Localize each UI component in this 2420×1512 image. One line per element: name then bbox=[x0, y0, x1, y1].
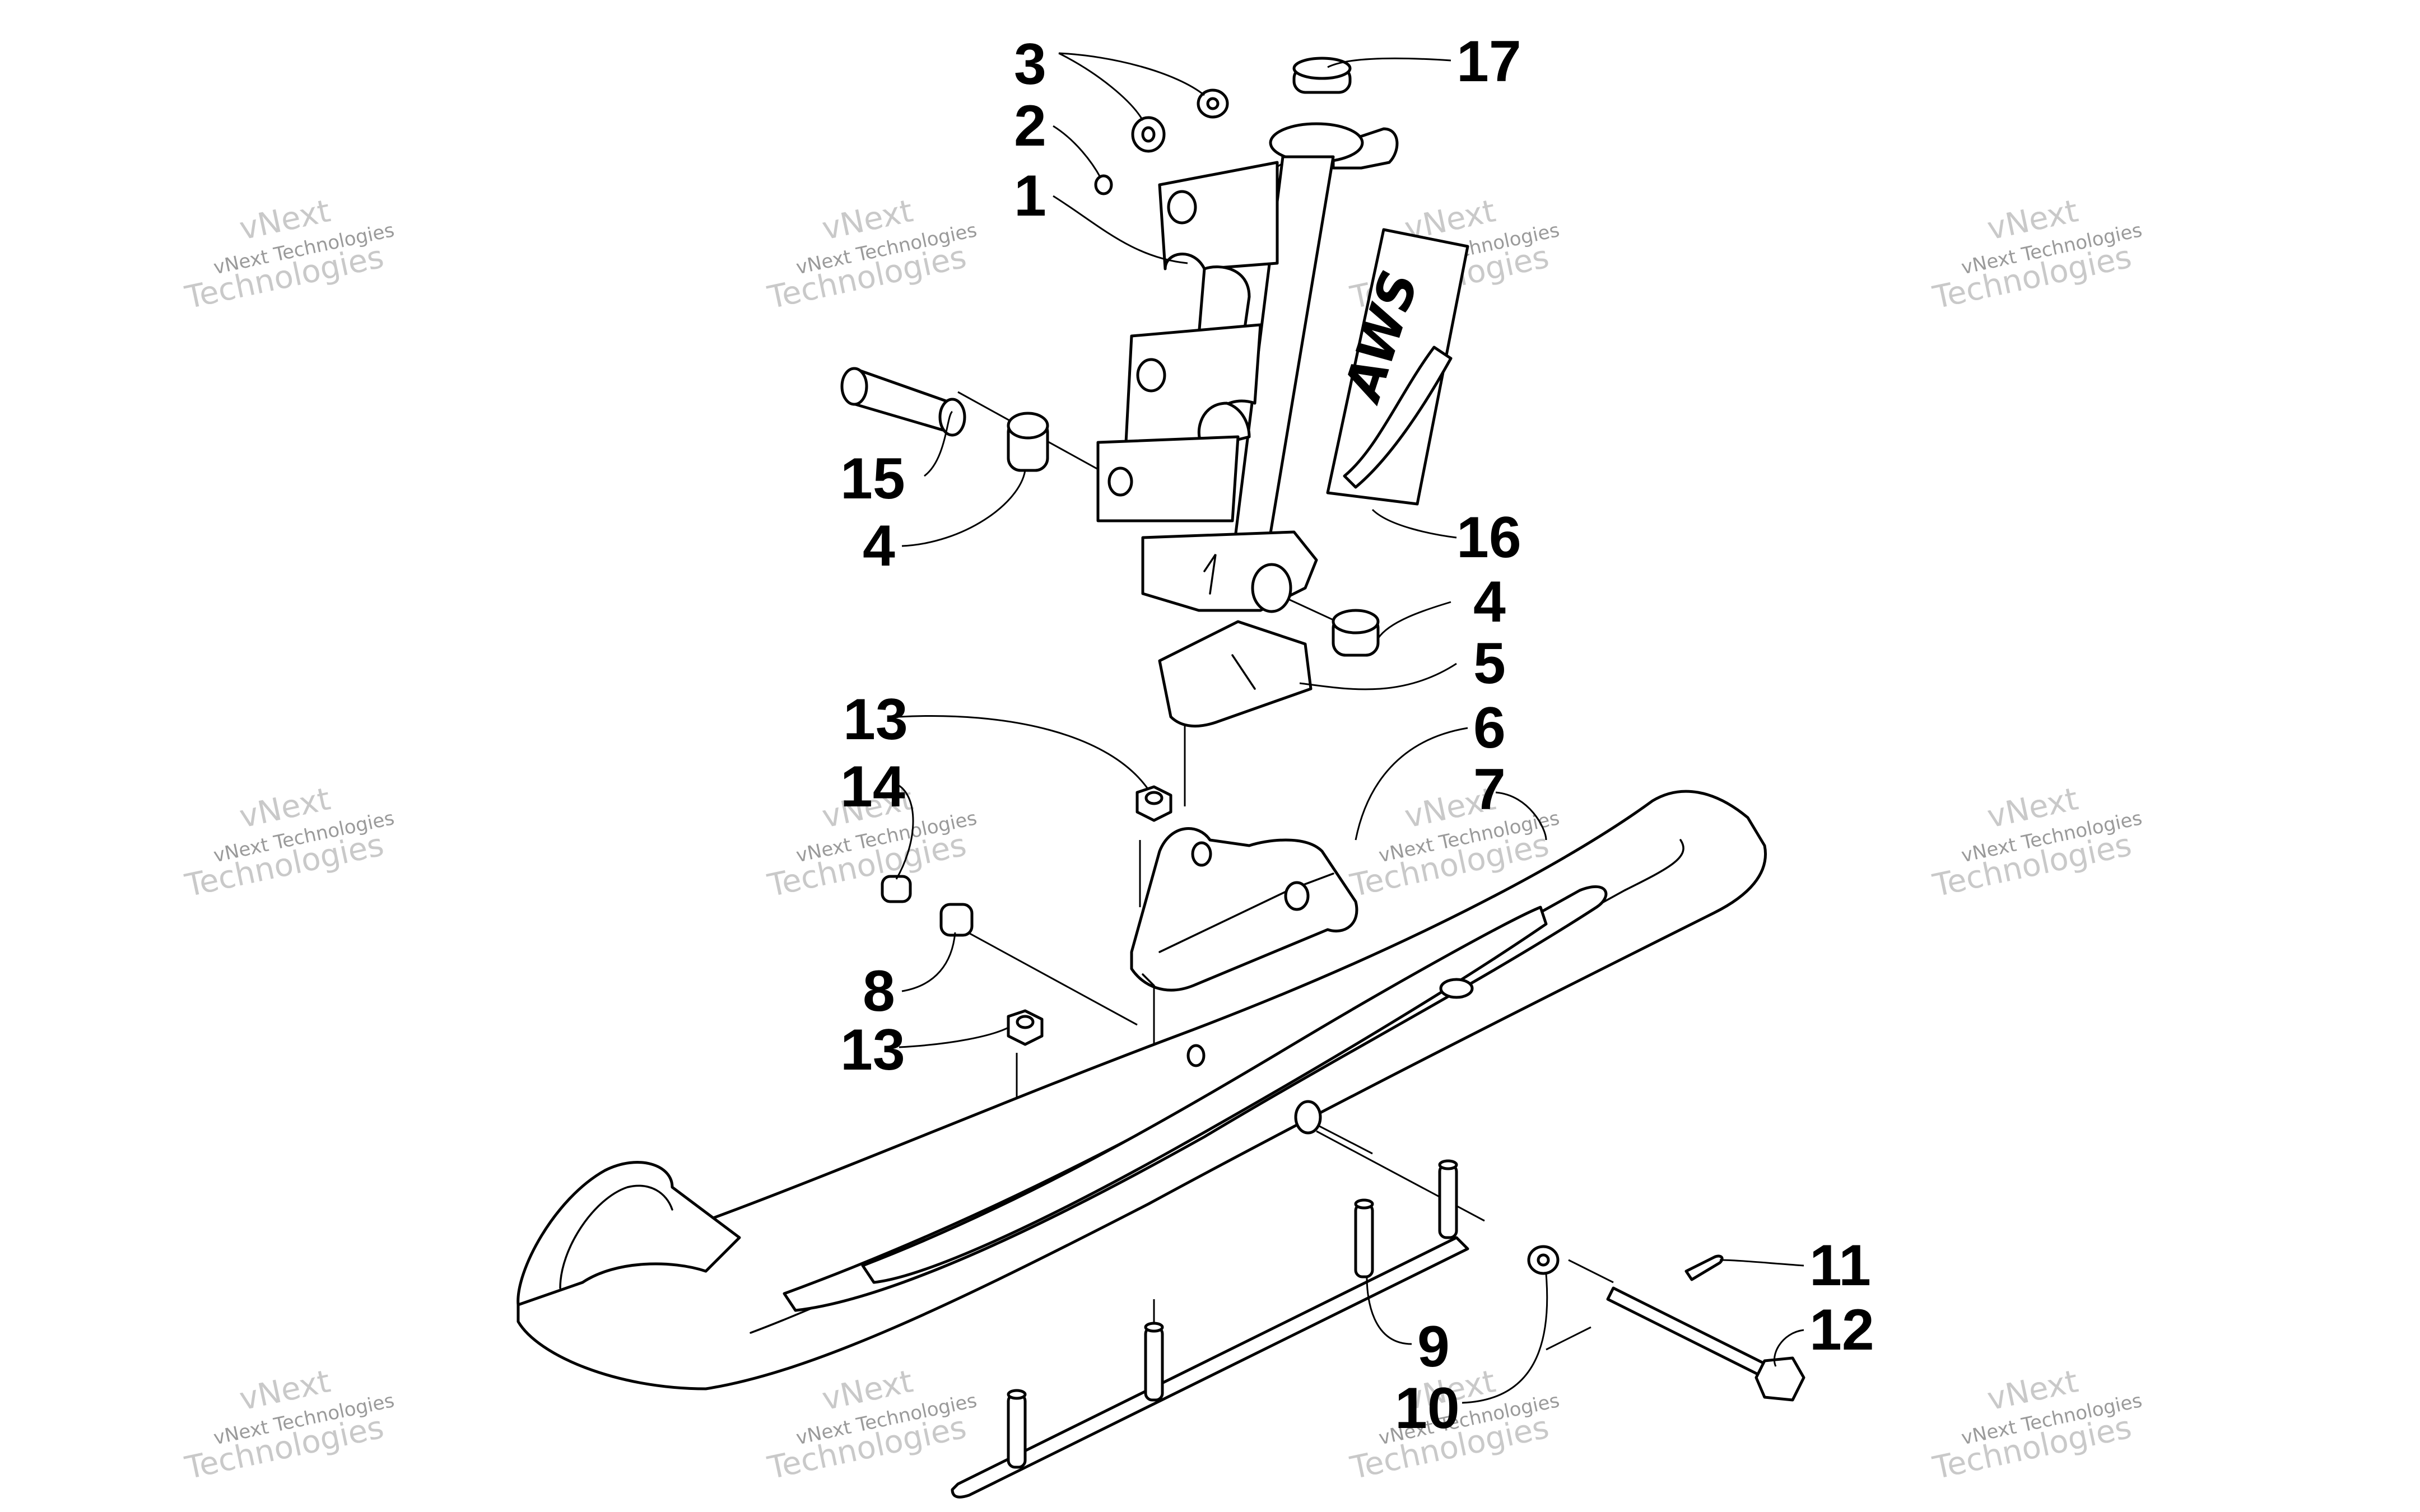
wear-bar bbox=[951, 1159, 1469, 1499]
watermark: vNext vNext Technologies Technologies bbox=[1929, 193, 2144, 316]
callout-1: 1 bbox=[1014, 164, 1046, 228]
callout-11: 11 bbox=[1809, 1233, 1871, 1298]
ski-saddle bbox=[1130, 827, 1358, 992]
callouts: 3 17 2 1 15 4 16 4 5 13 6 14 7 8 13 11 1… bbox=[840, 29, 1874, 1441]
callout-leaders bbox=[895, 52, 1804, 1404]
watermark: vNext vNext Technologies Technologies bbox=[1929, 1363, 2144, 1487]
callout-10: 10 bbox=[1395, 1376, 1460, 1441]
callout-15: 15 bbox=[840, 446, 905, 511]
callout-17: 17 bbox=[1456, 29, 1521, 94]
ski-spindle bbox=[1096, 122, 1399, 613]
callout-16: 16 bbox=[1456, 505, 1521, 570]
ski bbox=[516, 790, 1767, 1390]
callout-5: 5 bbox=[1473, 631, 1506, 696]
callout-7: 7 bbox=[1473, 757, 1506, 822]
callout-6: 6 bbox=[1473, 696, 1506, 760]
watermark: vNext vNext Technologies Technologies bbox=[182, 1363, 396, 1487]
callout-13-upper: 13 bbox=[843, 687, 908, 752]
callout-2: 2 bbox=[1014, 94, 1046, 158]
watermark: vNext vNext Technologies Technologies bbox=[182, 781, 396, 904]
callout-8: 8 bbox=[863, 959, 895, 1024]
aws-decal: AWS bbox=[1326, 228, 1469, 506]
callout-9: 9 bbox=[1417, 1314, 1450, 1379]
watermark: vNext vNext Technologies Technologies bbox=[764, 193, 979, 316]
callout-14: 14 bbox=[840, 754, 905, 819]
callout-12: 12 bbox=[1809, 1298, 1874, 1362]
callout-13-lower: 13 bbox=[840, 1018, 905, 1082]
callout-3: 3 bbox=[1014, 32, 1046, 97]
callout-4-right: 4 bbox=[1473, 570, 1506, 634]
watermark: vNext vNext Technologies Technologies bbox=[1929, 781, 2144, 904]
callout-4-upper: 4 bbox=[863, 514, 895, 578]
watermark: vNext vNext Technologies Technologies bbox=[764, 1363, 979, 1487]
watermark: vNext vNext Technologies Technologies bbox=[182, 193, 396, 316]
small-parts bbox=[840, 57, 1805, 1402]
